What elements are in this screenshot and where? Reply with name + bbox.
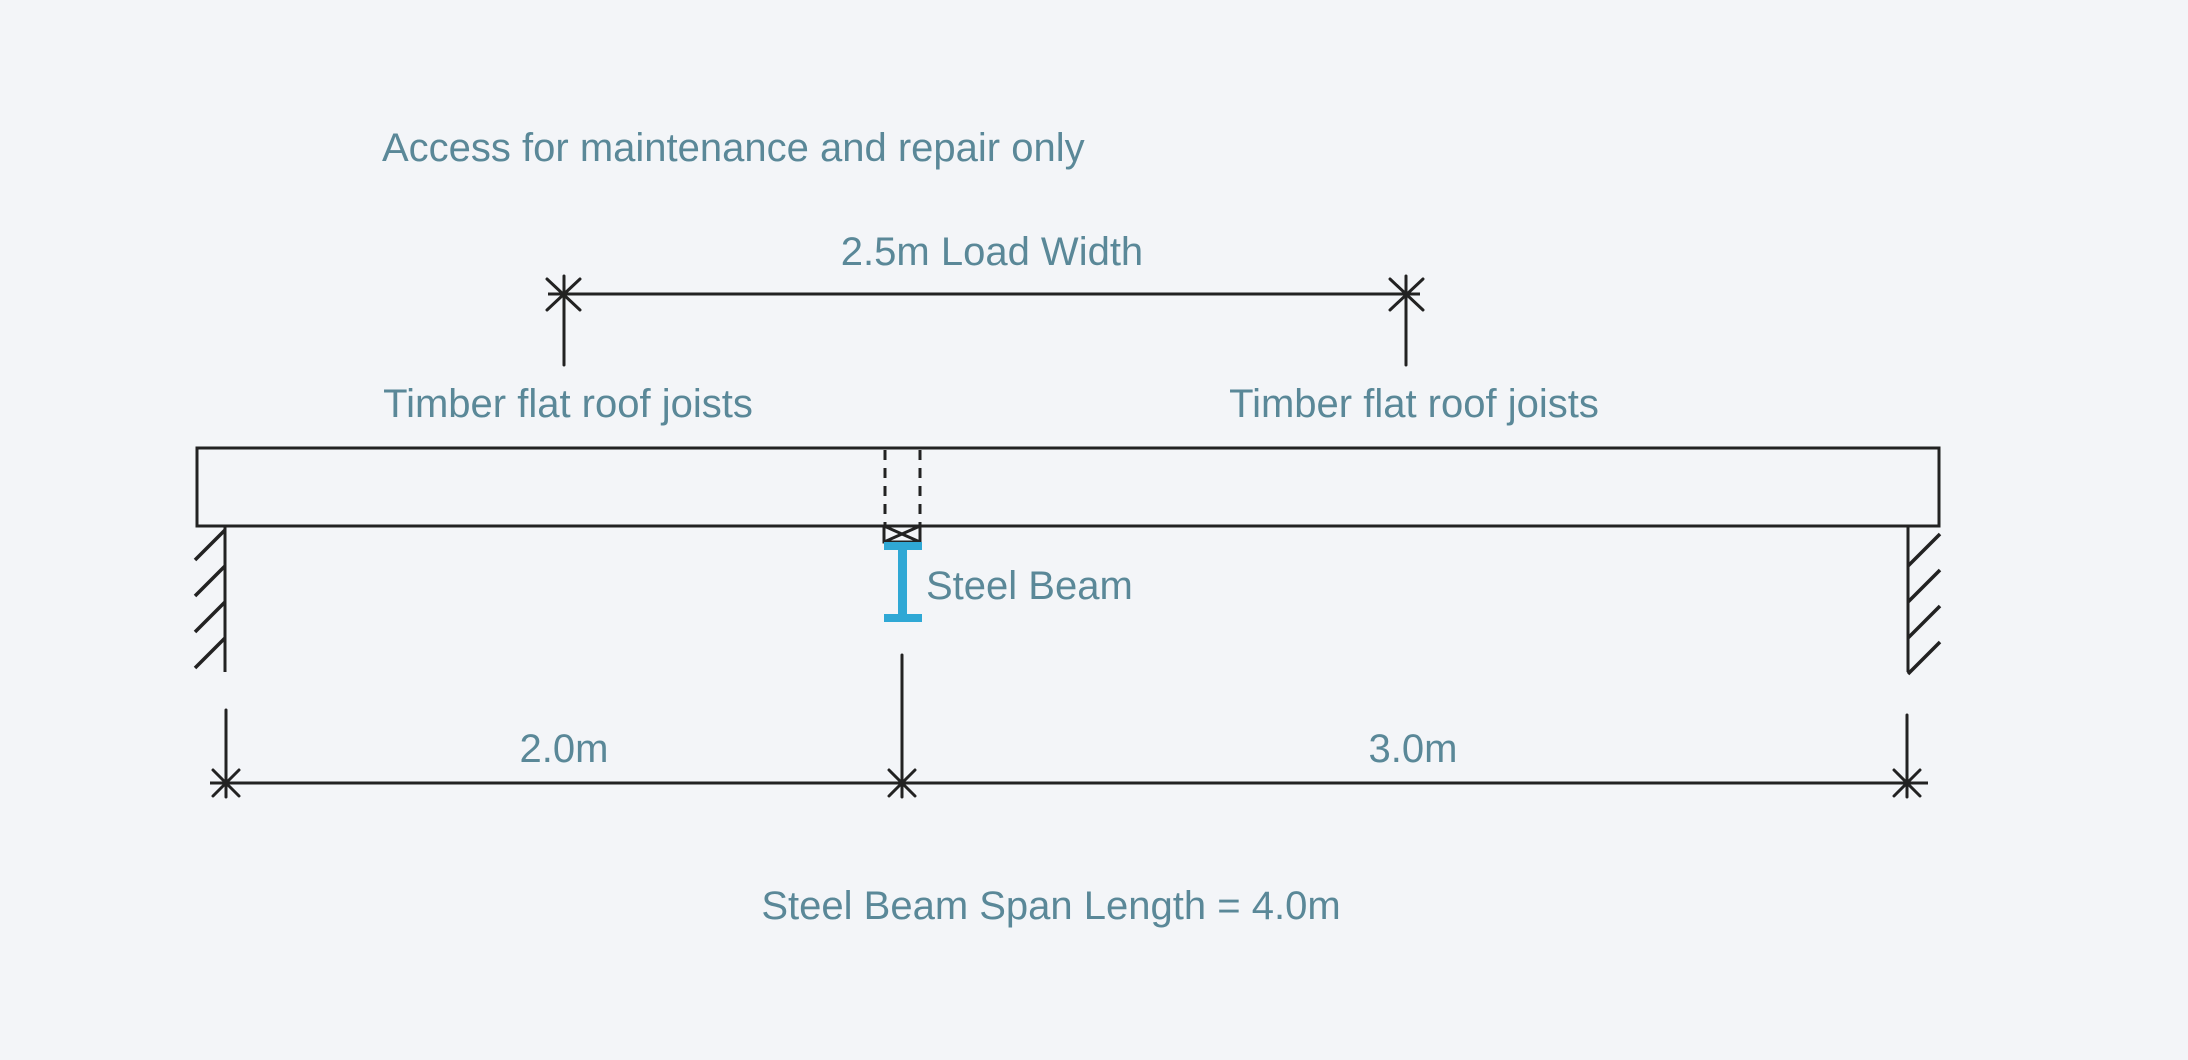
roof-deck [195,446,1941,528]
load-width-right-tick-icon [1388,274,1425,367]
load-width-dimension: 2.5m Load Width [545,230,1425,367]
span-right-tick-icon [1892,713,1922,799]
span-mid-tick-icon [887,653,917,799]
span-dimension: 2.0m 3.0m [210,653,1928,799]
load-width-left-tick-icon [545,274,582,367]
steel-beam-icon [884,542,922,622]
beam-span-caption: Steel Beam Span Length = 4.0m [761,884,1340,928]
joists-right-label: Timber flat roof joists [1229,382,1599,426]
right-span-label: 3.0m [1369,727,1458,771]
load-width-label: 2.5m Load Width [841,230,1143,274]
left-wall-icon [193,526,227,672]
bearing-icon [882,524,922,544]
right-wall-icon [1906,526,1942,676]
span-left-tick-icon [211,708,241,799]
steel-beam-label: Steel Beam [926,564,1133,608]
access-note: Access for maintenance and repair only [382,126,1085,170]
dashed-post [883,450,922,528]
joists-left-label: Timber flat roof joists [383,382,753,426]
left-span-label: 2.0m [520,727,609,771]
